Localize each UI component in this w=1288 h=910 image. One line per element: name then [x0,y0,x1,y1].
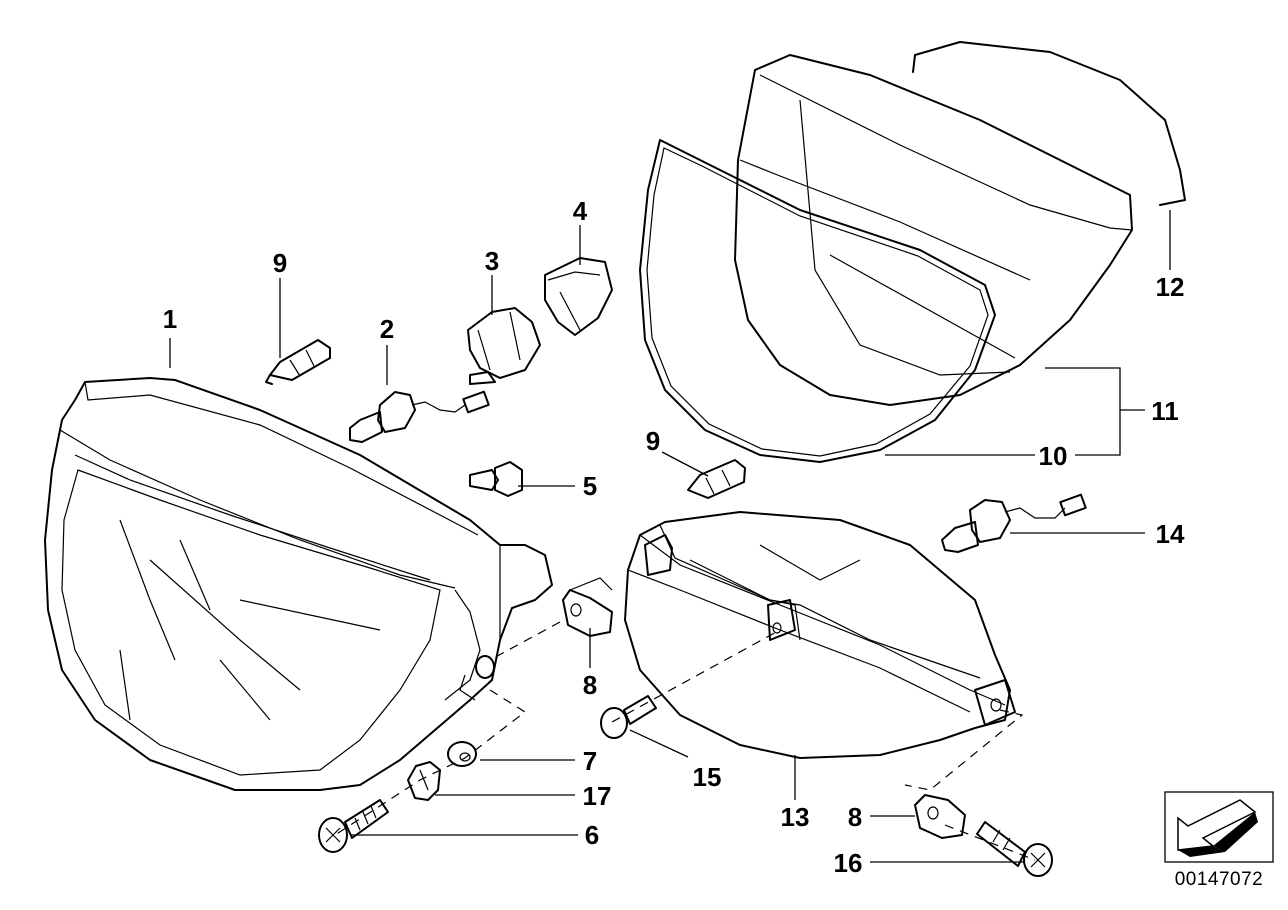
callout-12: 12 [1156,272,1185,302]
callout-15: 15 [693,762,722,792]
callout-3: 3 [485,246,499,276]
callout-9-lower: 9 [646,426,660,456]
callout-16: 16 [834,848,863,878]
reference-box: 00147072 [1164,791,1274,890]
clip [407,761,441,801]
callout-labels: 1 2 3 4 5 6 7 8 8 9 9 10 11 12 13 14 15 … [163,196,1185,878]
callout-7: 7 [583,746,597,776]
holder-clip [467,307,541,385]
bulb-with-wire [349,390,490,443]
headlight-main [44,377,553,791]
screw-middle [600,695,657,739]
callout-14: 14 [1156,519,1185,549]
callout-10: 10 [1039,441,1068,471]
bulb-small-lower [687,459,746,499]
washer [447,741,477,767]
retaining-wire [912,41,1186,206]
callout-8-upper: 8 [583,670,597,700]
callout-17: 17 [583,781,612,811]
lens-cover [734,54,1133,406]
callout-9-upper: 9 [273,248,287,278]
bulb-small-middle [469,461,523,497]
sleeve [544,257,613,336]
bulb-small-upper [265,339,331,385]
callout-6: 6 [585,820,599,850]
screw-left [318,799,389,853]
leader-lines [169,210,1171,863]
bulb-with-wire-right [941,493,1087,553]
seal-gasket [639,139,996,463]
callout-8-lower: 8 [848,802,862,832]
callout-11: 11 [1151,396,1179,426]
callout-5: 5 [583,471,597,501]
assembly-lines [334,621,1036,861]
screw-right [976,821,1053,877]
callout-2: 2 [380,314,394,344]
clip-nut-lower [914,794,966,839]
reference-number: 00147072 [1175,869,1264,890]
clip-nut-upper [562,577,613,637]
headlight-lower [624,511,1016,759]
callout-4: 4 [573,196,588,226]
callout-1: 1 [163,304,177,334]
direction-arrow-icon [1177,799,1258,857]
callout-13: 13 [781,802,810,832]
